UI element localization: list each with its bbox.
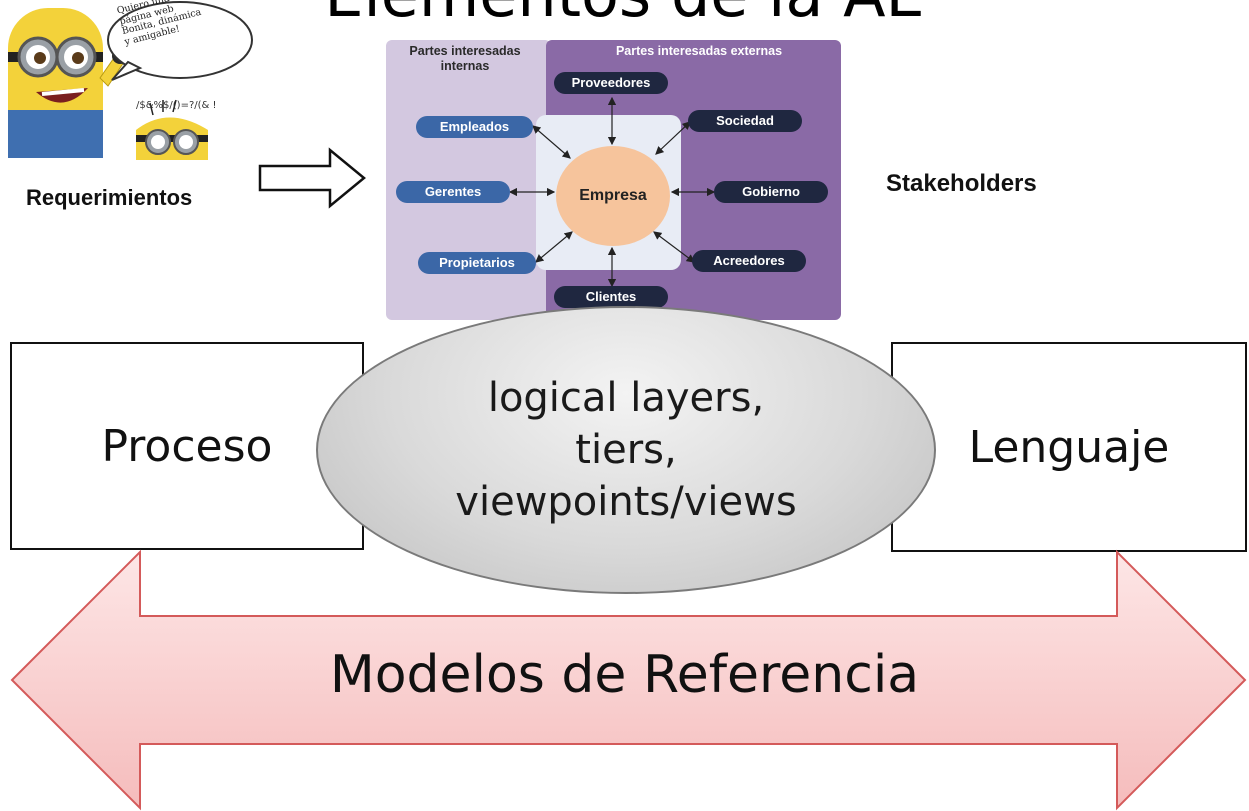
- external-pill-acreedores: Acreedores: [692, 250, 806, 272]
- ellipse-line-2: tiers,: [575, 427, 677, 473]
- internal-pill-propietarios: Propietarios: [418, 252, 536, 274]
- stakeholder-diagram: Partes interesadas internas Partes inter…: [386, 40, 841, 320]
- external-pill-sociedad: Sociedad: [688, 110, 802, 132]
- language-box: Lenguaje: [891, 342, 1247, 552]
- external-pill-gobierno: Gobierno: [714, 181, 828, 203]
- requirements-label: Requerimientos: [26, 185, 193, 210]
- layers-ellipse: logical layers, tiers, viewpoints/views: [316, 306, 936, 594]
- double-arrow-shape: [10, 549, 1247, 811]
- external-pill-proveedores: Proveedores: [554, 72, 668, 94]
- stakeholders-label: Stakeholders: [886, 170, 1037, 197]
- page-title: Elementos de la AE: [0, 0, 1249, 31]
- hollow-arrow-icon: [258, 147, 366, 209]
- minion-illustration: [8, 1, 253, 160]
- ellipse-line-3: viewpoints/views: [455, 479, 797, 525]
- center-company-circle: Empresa: [556, 146, 670, 246]
- curse-text: /$&%$/()=?/(& !: [136, 100, 217, 111]
- external-pill-clientes: Clientes: [554, 286, 668, 308]
- internal-title: Partes interesadas internas: [409, 44, 521, 73]
- internal-pill-empleados: Empleados: [416, 116, 533, 138]
- ellipse-line-1: logical layers,: [487, 375, 765, 421]
- reference-models-label: Modelos de Referencia: [329, 645, 920, 705]
- connector-arrows: [508, 96, 716, 288]
- minion-cartoon: Quiero una página web Bonita, dinámica y…: [8, 0, 258, 160]
- process-box: Proceso: [10, 342, 364, 550]
- external-title: Partes interesadas externas: [615, 44, 783, 58]
- internal-pill-gerentes: Gerentes: [396, 181, 510, 203]
